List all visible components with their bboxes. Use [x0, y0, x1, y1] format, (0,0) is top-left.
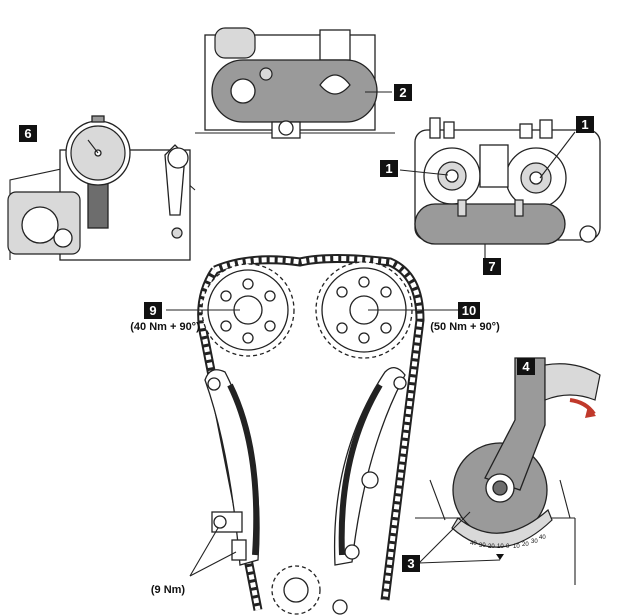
dial-gauge-view [7, 115, 196, 261]
svg-text:4: 4 [522, 359, 530, 374]
scale-tick-label: 10 [497, 544, 504, 550]
callout-1-left: 1 [380, 160, 398, 177]
callout-7: 7 [483, 258, 501, 275]
callout-2: 2 [394, 84, 412, 101]
svg-text:2: 2 [399, 85, 406, 100]
callout-10: 10 [458, 302, 480, 319]
svg-text:3: 3 [407, 556, 414, 571]
torque-label-9: (40 Nm + 90°) [130, 321, 200, 333]
torque-label-guides: (9 Nm) [151, 584, 186, 596]
degree-scale: 40 30 20 10 0 10 20 30 40 [470, 535, 546, 550]
timing-chain-view [166, 254, 458, 615]
torque-label-10: (50 Nm + 90°) [430, 321, 500, 333]
callout-1-right: 1 [576, 116, 594, 133]
scale-tick-label: 40 [470, 541, 477, 547]
scale-tick-label: 20 [522, 542, 529, 548]
scale-tick-label: 30 [479, 543, 486, 549]
degree-disc-view [415, 357, 601, 585]
svg-text:6: 6 [24, 126, 31, 141]
svg-text:1: 1 [581, 117, 588, 132]
scale-tick-label: 0 [506, 544, 510, 550]
callout-9: 9 [144, 302, 162, 319]
cam-lock-view [399, 117, 601, 258]
svg-text:1: 1 [385, 161, 392, 176]
holding-plate-view [195, 27, 395, 139]
callout-4: 4 [517, 358, 535, 375]
svg-text:7: 7 [488, 259, 495, 274]
scale-tick-label: 40 [539, 535, 546, 541]
callout-6: 6 [19, 125, 37, 142]
svg-text:10: 10 [462, 303, 476, 318]
scale-tick-label: 30 [531, 539, 538, 545]
callout-3: 3 [402, 555, 420, 572]
scale-tick-label: 10 [513, 544, 520, 550]
svg-text:9: 9 [149, 303, 156, 318]
scale-tick-label: 20 [488, 544, 495, 550]
